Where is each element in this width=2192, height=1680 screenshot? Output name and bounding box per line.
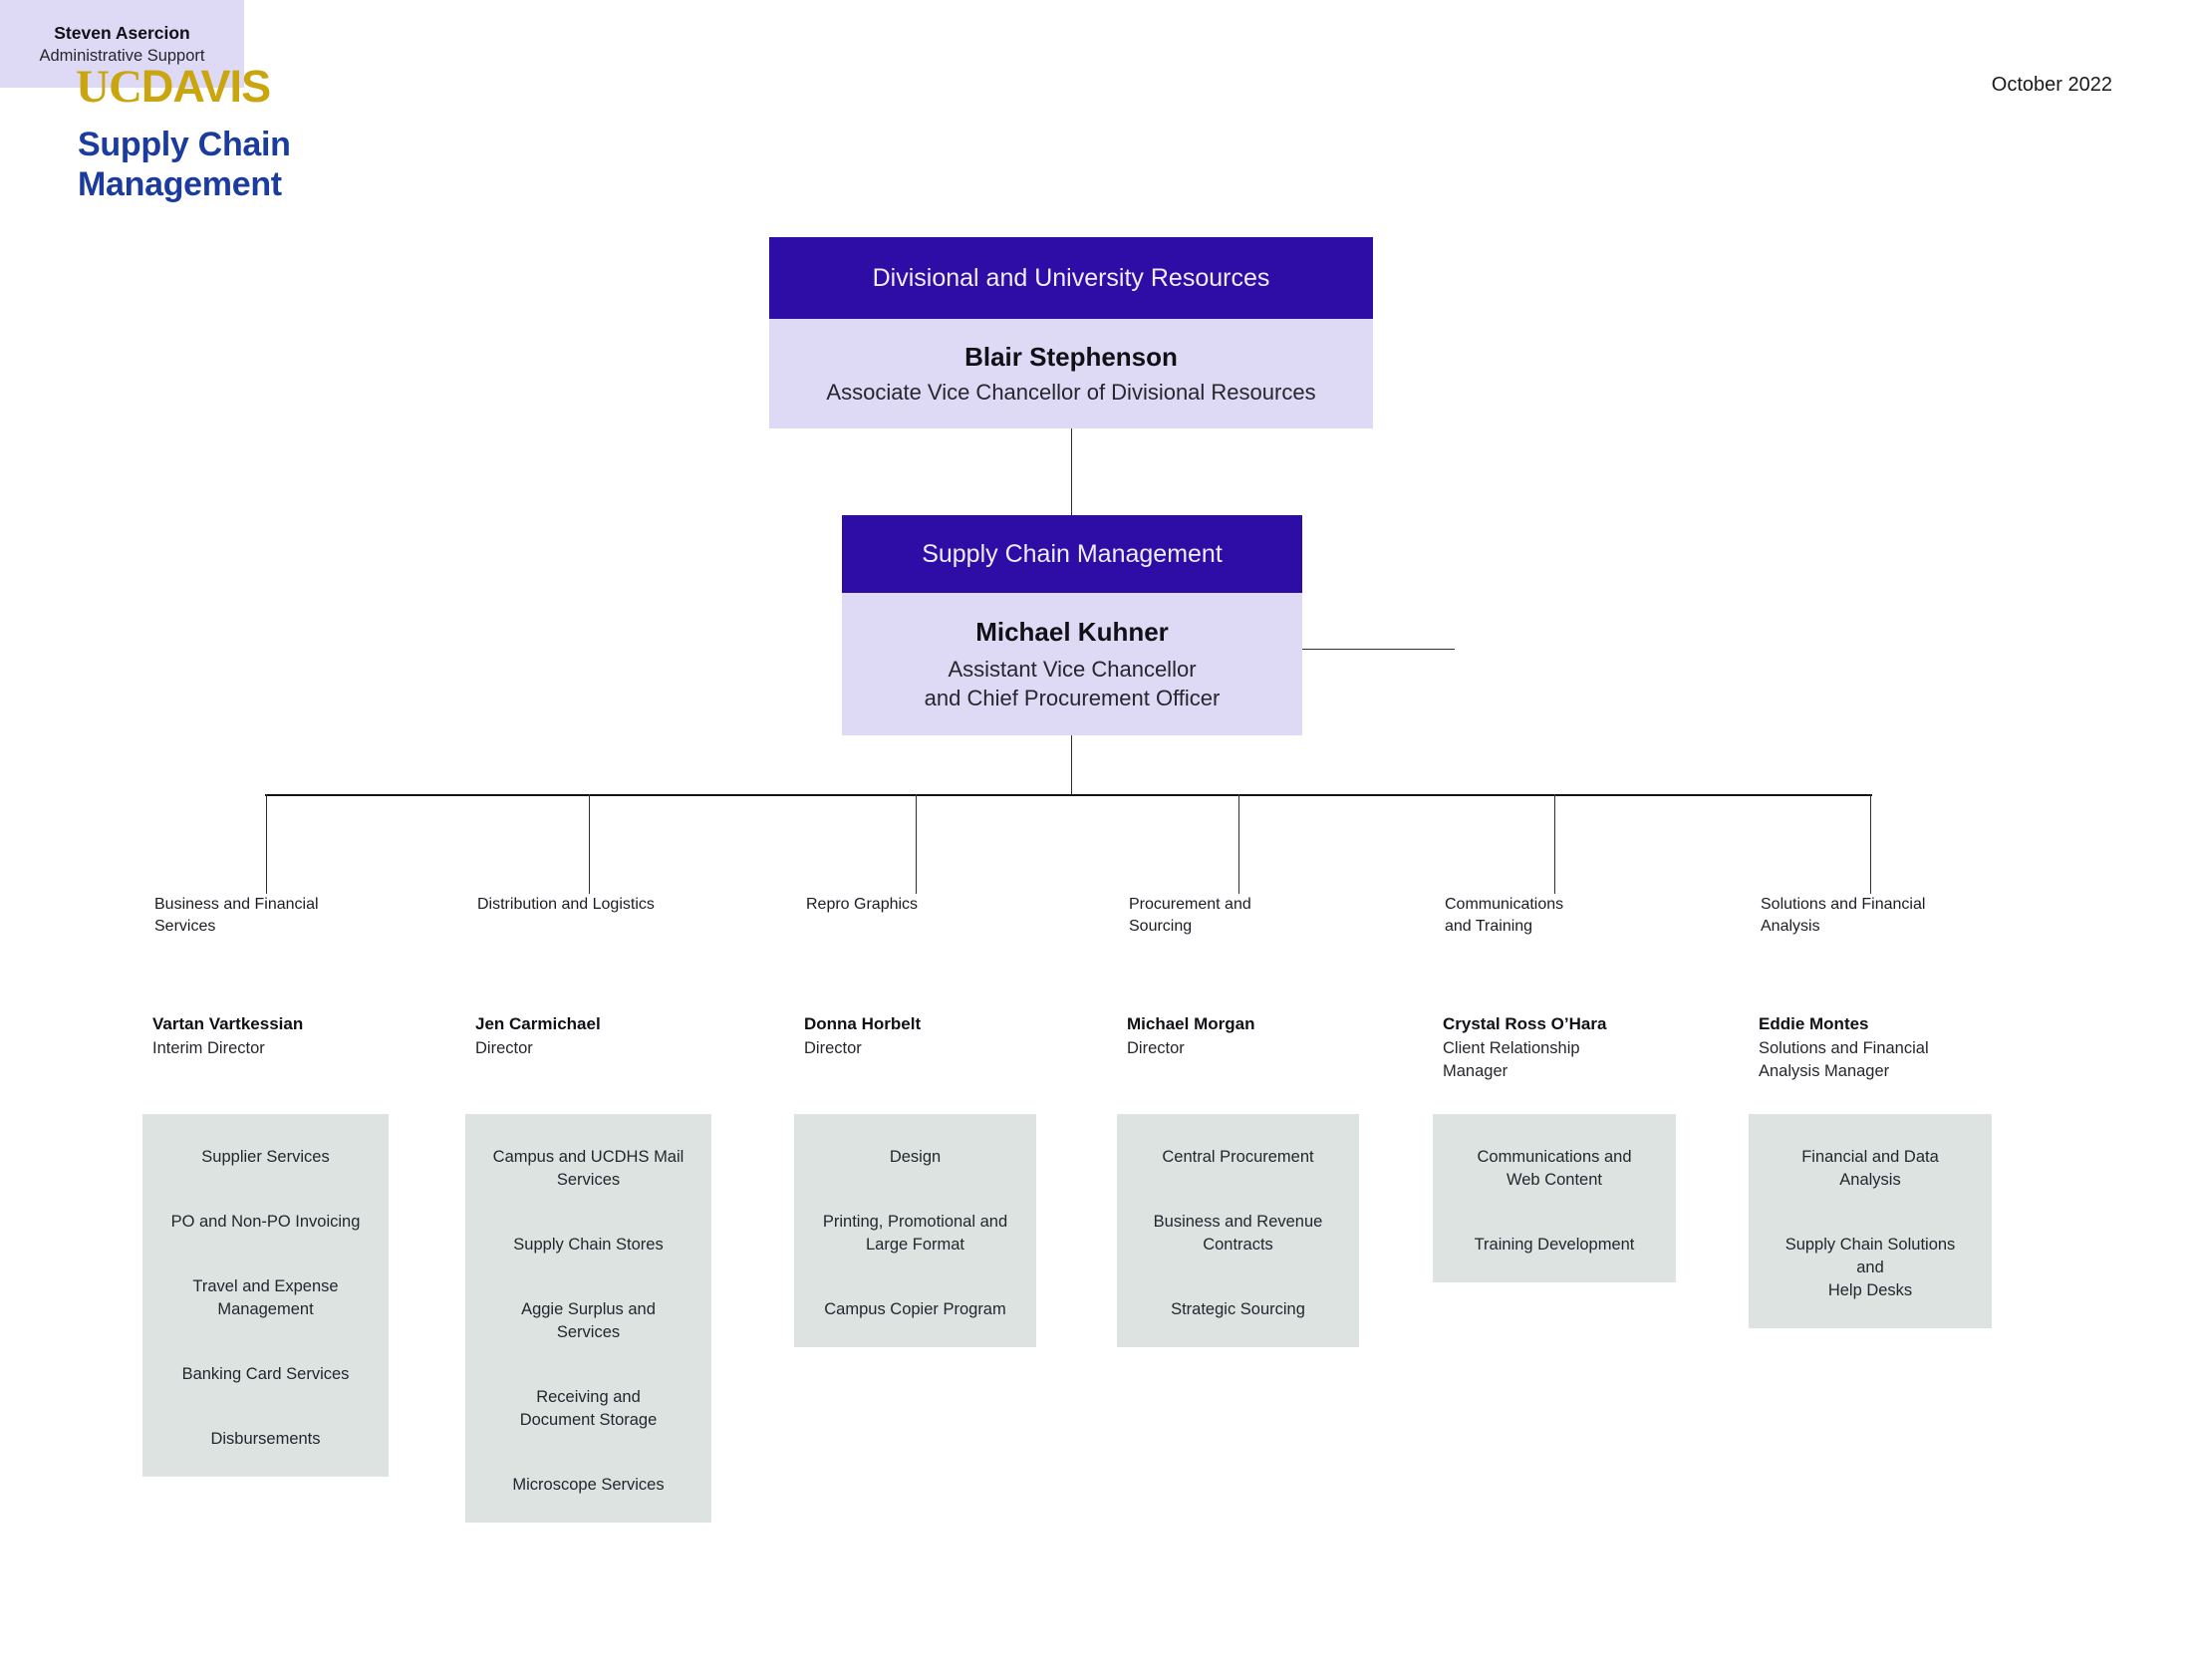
root-unit-box: Divisional and University Resources Blai… bbox=[769, 237, 1373, 428]
root-person-title: Associate Vice Chancellor of Divisional … bbox=[826, 380, 1316, 405]
service-item: Banking Card Services bbox=[181, 1365, 350, 1383]
column-header-label: Procurement and Sourcing bbox=[1129, 896, 1251, 935]
service-item: Supply Chain Solutions and Help Desks bbox=[1784, 1236, 1956, 1299]
column-person-card: Donna Horbelt Director bbox=[794, 1006, 1036, 1114]
service-item: Financial and Data Analysis bbox=[1801, 1148, 1939, 1189]
root-person-card: Blair Stephenson Associate Vice Chancell… bbox=[769, 319, 1373, 428]
connector-line bbox=[1071, 735, 1072, 795]
org-column: Procurement and Sourcing Michael Morgan … bbox=[1117, 794, 1359, 1347]
service-item: PO and Non-PO Invoicing bbox=[170, 1213, 361, 1231]
service-item: Central Procurement bbox=[1162, 1148, 1314, 1166]
column-person-name: Donna Horbelt bbox=[804, 1014, 922, 1033]
logo-uc: UC bbox=[76, 61, 142, 113]
avc-person-title: Assistant Vice Chancellor and Chief Proc… bbox=[924, 656, 1221, 710]
org-column: Distribution and Logistics Jen Carmichae… bbox=[465, 794, 711, 1523]
avc-unit-box: Supply Chain Management Michael Kuhner A… bbox=[842, 515, 1302, 735]
connector-line bbox=[1554, 794, 1555, 894]
column-header-label: Repro Graphics bbox=[806, 896, 919, 913]
connector-line bbox=[1302, 649, 1455, 650]
service-item: Disbursements bbox=[210, 1430, 321, 1448]
column-person-title: Solutions and Financial Analysis Manager bbox=[1759, 1039, 1929, 1080]
column-services-list: Supplier Services PO and Non-PO Invoicing… bbox=[142, 1114, 389, 1477]
column-person-title: Client Relationship Manager bbox=[1443, 1039, 1580, 1080]
column-person-card: Eddie Montes Solutions and Financial Ana… bbox=[1749, 1006, 1992, 1114]
connector-line bbox=[1870, 794, 1871, 894]
column-person-name: Jen Carmichael bbox=[475, 1014, 601, 1033]
logo-davis: DAVIS bbox=[140, 61, 271, 112]
connector-line bbox=[1071, 428, 1072, 515]
root-person-name: Blair Stephenson bbox=[964, 342, 1178, 372]
column-person-card: Michael Morgan Director bbox=[1117, 1006, 1359, 1114]
service-item: Aggie Surplus and Services bbox=[521, 1300, 656, 1341]
org-column: Solutions and Financial Analysis Eddie M… bbox=[1749, 794, 1992, 1328]
column-person-card: Jen Carmichael Director bbox=[465, 1006, 711, 1114]
column-person-title: Director bbox=[475, 1039, 533, 1057]
avc-unit-header: Supply Chain Management bbox=[842, 515, 1302, 593]
service-item: Travel and Expense Management bbox=[192, 1277, 339, 1318]
column-header-label: Solutions and Financial Analysis bbox=[1761, 896, 1926, 935]
service-item: Supply Chain Stores bbox=[513, 1236, 664, 1254]
page-title: Supply Chain Management bbox=[78, 126, 291, 203]
connector-line bbox=[265, 794, 267, 894]
column-person-card: Crystal Ross O’Hara Client Relationship … bbox=[1433, 1006, 1676, 1114]
service-item: Microscope Services bbox=[512, 1476, 665, 1494]
column-header-label: Distribution and Logistics bbox=[477, 896, 655, 913]
connector-line bbox=[915, 794, 917, 894]
column-person-title: Interim Director bbox=[152, 1039, 265, 1057]
service-item: Supplier Services bbox=[201, 1148, 330, 1166]
service-item: Strategic Sourcing bbox=[1171, 1300, 1305, 1318]
avc-person-card: Michael Kuhner Assistant Vice Chancellor… bbox=[842, 593, 1302, 735]
service-item: Printing, Promotional and Large Format bbox=[822, 1213, 1008, 1254]
avc-person-name: Michael Kuhner bbox=[975, 616, 1169, 647]
support-person-title: Administrative Support bbox=[39, 46, 205, 65]
connector-line bbox=[1237, 794, 1239, 894]
uc-davis-wordmark: UCDAVIS bbox=[76, 61, 271, 113]
service-item: Training Development bbox=[1474, 1236, 1635, 1254]
support-person-name: Steven Asercion bbox=[54, 22, 190, 43]
root-unit-header: Divisional and University Resources bbox=[769, 237, 1373, 319]
column-person-name: Michael Morgan bbox=[1127, 1014, 1255, 1033]
column-person-title: Director bbox=[804, 1039, 862, 1057]
org-column: Communications and Training Crystal Ross… bbox=[1433, 794, 1676, 1282]
service-item: Receiving and Document Storage bbox=[519, 1388, 658, 1429]
column-person-card: Vartan Vartkessian Interim Director bbox=[142, 1006, 389, 1114]
column-person-name: Eddie Montes bbox=[1759, 1014, 1869, 1033]
service-item: Campus Copier Program bbox=[824, 1300, 1006, 1318]
column-person-name: Crystal Ross O’Hara bbox=[1443, 1014, 1607, 1033]
connector-trunk-line bbox=[265, 794, 1872, 796]
date-label: October 2022 bbox=[1991, 74, 2112, 96]
service-item: Business and Revenue Contracts bbox=[1153, 1213, 1323, 1254]
admin-support-card: Steven Asercion Administrative Support bbox=[0, 0, 244, 88]
column-header-label: Business and Financial Services bbox=[154, 896, 319, 935]
column-header-label: Communications and Training bbox=[1445, 896, 1564, 935]
column-person-title: Director bbox=[1127, 1039, 1185, 1057]
org-column: Business and Financial Services Vartan V… bbox=[142, 794, 389, 1477]
connector-line bbox=[588, 794, 590, 894]
service-item: Campus and UCDHS Mail Services bbox=[492, 1148, 685, 1189]
service-item: Communications and Web Content bbox=[1477, 1148, 1632, 1189]
column-person-name: Vartan Vartkessian bbox=[152, 1014, 304, 1033]
service-item: Design bbox=[889, 1148, 942, 1166]
org-column: Repro Graphics Donna Horbelt Director De… bbox=[794, 794, 1036, 1347]
